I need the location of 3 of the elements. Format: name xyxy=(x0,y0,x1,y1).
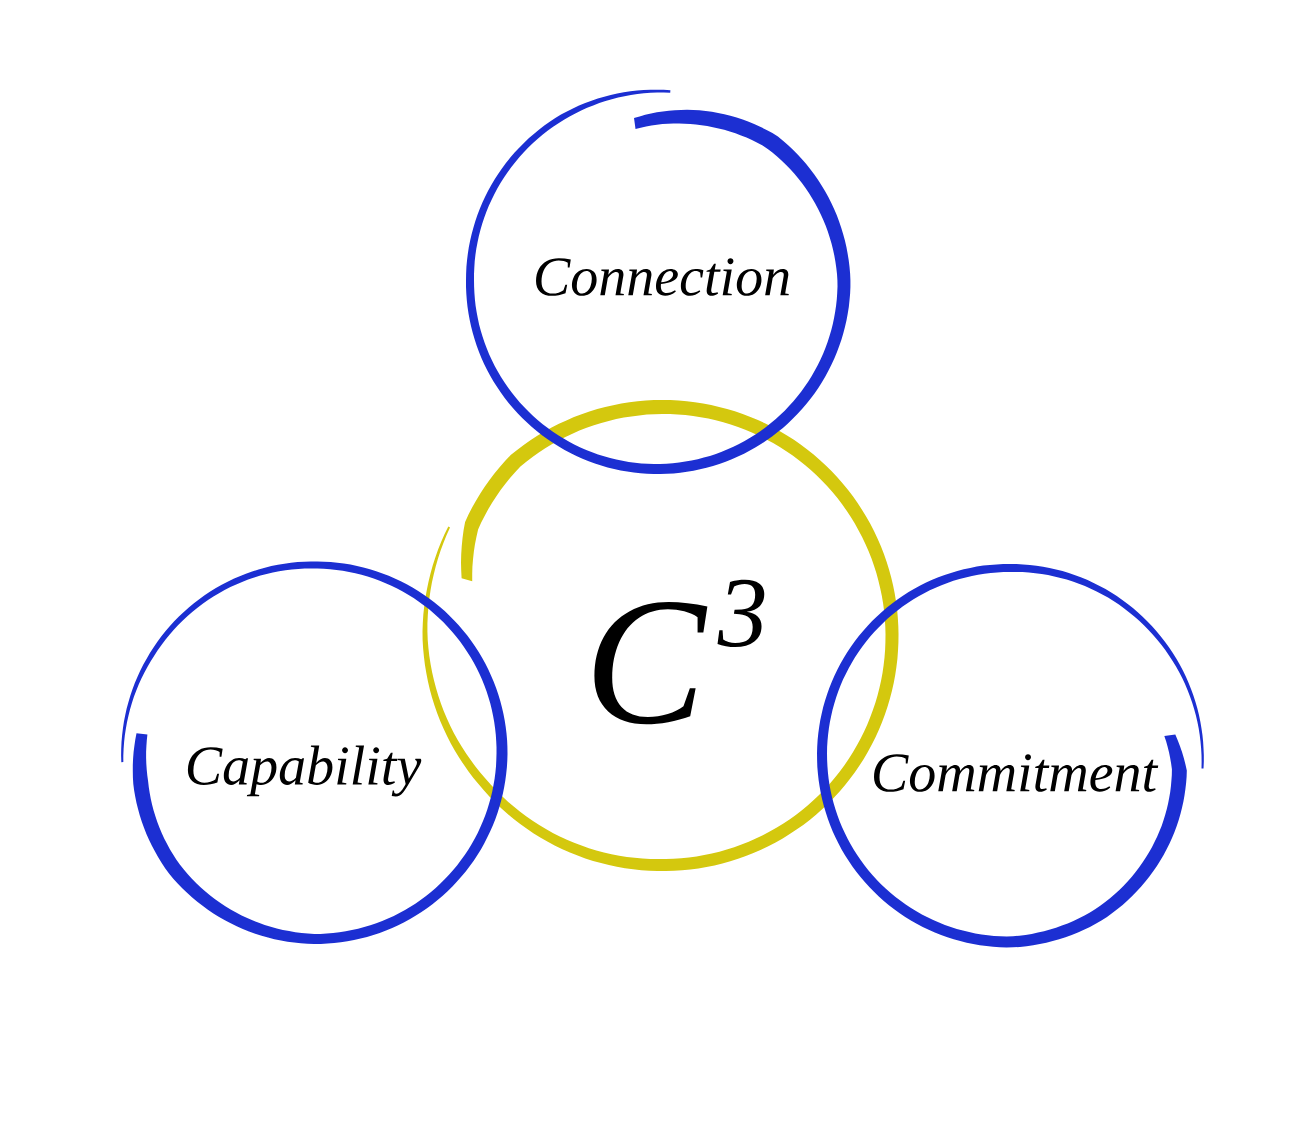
brush-stroke: Commitment xyxy=(817,564,1204,948)
brush-stroke: Connection xyxy=(466,89,851,474)
brush-stroke: Capability xyxy=(121,561,508,944)
